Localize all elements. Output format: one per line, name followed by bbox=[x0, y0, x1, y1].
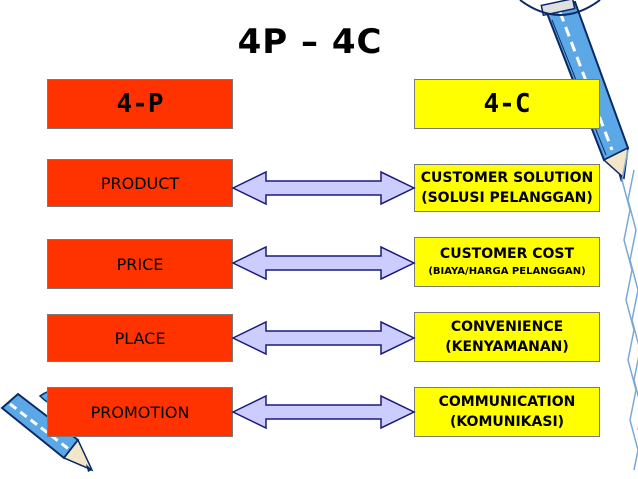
c-box-line2: (KENYAMANAN) bbox=[445, 339, 569, 355]
double-arrow-icon bbox=[231, 320, 416, 356]
c-box-line1: CUSTOMER COST bbox=[439, 246, 575, 262]
c-box-line2: (BIAYA/HARGA PELANGGAN) bbox=[428, 266, 586, 277]
c-box-customer-solution: CUSTOMER SOLUTION (SOLUSI PELANGGAN) bbox=[414, 164, 600, 212]
c-box-customer-cost: CUSTOMER COST (BIAYA/HARGA PELANGGAN) bbox=[414, 237, 600, 287]
c-box-communication: COMMUNICATION (KOMUNIKASI) bbox=[414, 387, 600, 437]
c-box-line1: CUSTOMER SOLUTION bbox=[420, 170, 594, 186]
c-box-line2: (KOMUNIKASI) bbox=[449, 414, 565, 430]
p-box-product: PRODUCT bbox=[47, 159, 233, 207]
squiggle-lines-icon bbox=[621, 149, 638, 471]
p-box-price: PRICE bbox=[47, 239, 233, 289]
c-box-convenience: CONVENIENCE (KENYAMANAN) bbox=[414, 312, 600, 362]
double-arrow-icon bbox=[231, 170, 416, 206]
p-box-place: PLACE bbox=[47, 314, 233, 362]
slide-title: 4P – 4C bbox=[237, 22, 383, 62]
c-box-line1: CONVENIENCE bbox=[450, 319, 564, 335]
4p-header-box: 4-P bbox=[47, 79, 233, 129]
c-box-line2: (SOLUSI PELANGGAN) bbox=[421, 190, 593, 206]
c-box-line1: COMMUNICATION bbox=[438, 394, 576, 410]
p-box-promotion: PROMOTION bbox=[47, 387, 233, 437]
double-arrow-icon bbox=[231, 245, 416, 281]
double-arrow-icon bbox=[231, 394, 416, 430]
4c-header-box: 4-C bbox=[414, 79, 600, 129]
